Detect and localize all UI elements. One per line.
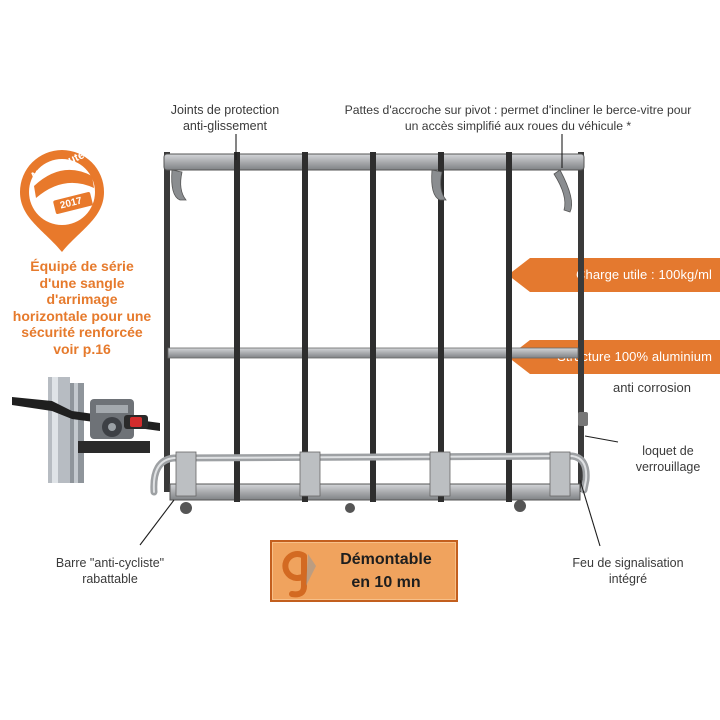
badge-feature-line6: voir p.16 <box>53 340 111 357</box>
glass-rack-frame <box>150 152 590 514</box>
callout-barre-line2: rabattable <box>82 572 138 586</box>
demontable-line1: Démontable <box>340 551 432 568</box>
badge-shape-icon <box>20 150 104 252</box>
callout-loquet-line2: verrouillage <box>635 460 701 474</box>
callout-pattes-line2: un accès simplifié aux roues du véhicule… <box>404 119 632 133</box>
callout-charge-text: Charge utile : 100kg/ml <box>576 267 712 282</box>
callout-loquet: loquet de verrouillage <box>618 443 718 475</box>
badge-feature-line1: Équipé de série <box>30 258 134 274</box>
badge-feature-text: Équipé de série d'une sangle d'arrimage … <box>2 258 162 357</box>
callout-feu-line1: Feu de signalisation <box>572 556 684 570</box>
callout-barre-line1: Barre "anti-cycliste" <box>55 556 165 570</box>
demontable-box: Démontable en 10 mn <box>270 540 458 602</box>
callout-loquet-line1: loquet de <box>642 444 694 458</box>
callout-anti-corrosion: anti corrosion <box>612 380 692 395</box>
badge-feature-line5: sécurité renforcée <box>21 324 143 340</box>
callout-pattes: Pattes d'accroche sur pivot : permet d'i… <box>318 102 718 134</box>
badge-feature-line4: horizontale pour une <box>12 307 152 324</box>
badge-feature-line2: d'une sangle <box>39 274 125 291</box>
callout-joints-line2: anti-glissement <box>182 119 268 133</box>
demontable-text: Démontable en 10 mn <box>318 548 454 594</box>
badge-feature-line3: d'arrimage <box>46 291 118 307</box>
g-logo-icon <box>282 551 316 598</box>
strap-photo <box>12 375 160 485</box>
callout-charge-arrow: Charge utile : 100kg/ml <box>508 258 720 292</box>
callout-barre: Barre "anti-cycliste" rabattable <box>30 555 190 587</box>
callout-pattes-line1: Pattes d'accroche sur pivot : permet d'i… <box>344 103 692 117</box>
demontable-line2: en 10 mn <box>351 574 421 591</box>
nouveaute-badge: Nouveauté 2017 <box>14 148 110 256</box>
callout-joints: Joints de protection anti-glissement <box>160 102 290 134</box>
callout-feu: Feu de signalisation intégré <box>548 555 708 587</box>
callout-feu-line2: intégré <box>608 572 648 586</box>
callout-joints-line1: Joints de protection <box>170 103 280 117</box>
callout-structure-text: Structure 100% aluminium <box>557 349 712 364</box>
